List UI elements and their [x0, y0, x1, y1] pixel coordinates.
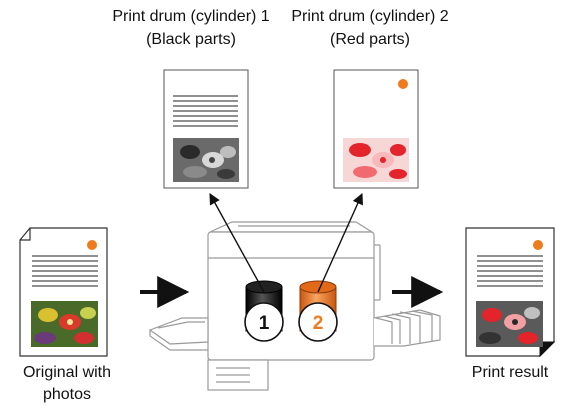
drum2-label: Print drum (cylinder) 2 (Red parts) — [282, 7, 458, 49]
result-label-line1: Print result — [471, 364, 549, 381]
master-2-photo-icon — [343, 138, 409, 182]
drum1-label: Print drum (cylinder) 1 (Black parts) — [110, 7, 272, 49]
drum1-label-line1: Print drum (cylinder) 1 — [112, 8, 270, 25]
result-label: Print result — [454, 363, 566, 382]
drum-2-icon — [298, 280, 338, 342]
drum1-label-line2: (Black parts) — [146, 31, 236, 49]
printer-icon — [148, 221, 441, 391]
result-document-icon — [465, 227, 556, 358]
drum2-label-line2: (Red parts) — [329, 31, 411, 49]
original-document-icon — [19, 227, 108, 357]
drum1-arrow-icon — [209, 193, 265, 293]
original-photo-icon — [31, 301, 98, 347]
master-1-document-icon — [163, 69, 249, 189]
drum-2-number: 2 — [313, 313, 324, 334]
master-1-photo-icon — [173, 138, 239, 182]
drum-1-number: 1 — [259, 313, 270, 334]
original-label-line1: Original with — [22, 364, 112, 381]
drum2-arrow-icon — [317, 192, 363, 293]
drum2-label-line1: Print drum (cylinder) 2 — [291, 8, 449, 25]
drum-1-icon — [244, 280, 284, 342]
original-label-line2: photos — [42, 386, 92, 404]
original-label: Original with photos — [0, 363, 134, 404]
master-2-document-icon — [333, 69, 419, 189]
result-photo-icon — [476, 301, 543, 347]
